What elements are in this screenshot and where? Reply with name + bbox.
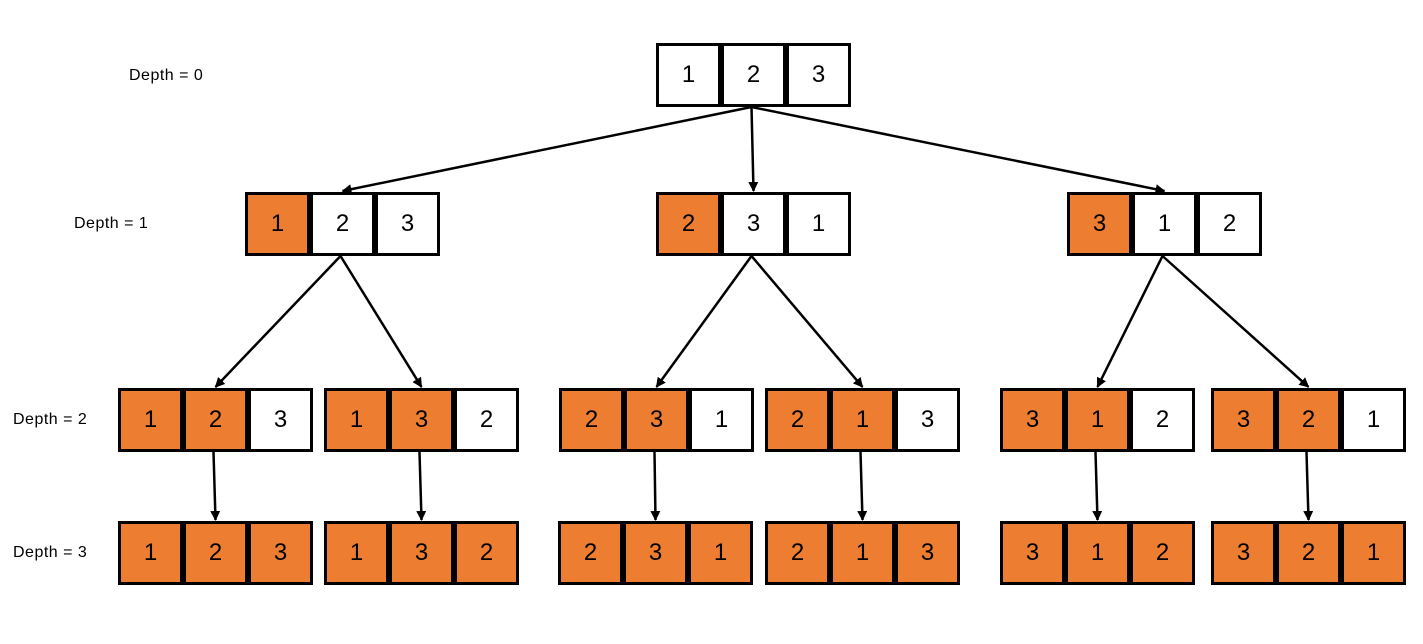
fixed-cell: 3	[1000, 388, 1065, 452]
fixed-cell: 2	[656, 192, 721, 256]
edge-d2b-to-d3b	[416, 451, 427, 521]
free-cell: 2	[310, 192, 375, 256]
fixed-cell: 1	[1341, 521, 1406, 585]
fixed-cell: 1	[324, 388, 389, 452]
edge-d1a-to-d2b	[339, 255, 423, 388]
fixed-cell: 2	[765, 521, 830, 585]
edge-root-to-d1c	[751, 105, 1166, 195]
fixed-cell: 2	[1276, 521, 1341, 585]
edge-d1b-to-d2c	[655, 255, 753, 388]
fixed-cell: 2	[1276, 388, 1341, 452]
fixed-cell: 1	[1065, 388, 1130, 452]
fixed-cell: 1	[324, 521, 389, 585]
fixed-cell: 2	[183, 388, 248, 452]
edge-d2f-to-d3f	[1303, 451, 1314, 521]
fixed-cell: 3	[623, 521, 688, 585]
edge-d1a-to-d2a	[214, 255, 342, 388]
fixed-cell: 2	[454, 521, 519, 585]
fixed-cell: 3	[248, 521, 313, 585]
fixed-cell: 1	[688, 521, 753, 585]
depth-label-2: Depth = 2	[13, 411, 88, 428]
fixed-cell: 1	[118, 521, 183, 585]
edge-root-to-d1b	[748, 106, 759, 192]
fixed-cell: 1	[830, 388, 895, 452]
fixed-cell: 1	[118, 388, 183, 452]
free-cell: 1	[689, 388, 754, 452]
fixed-cell: 2	[765, 388, 830, 452]
free-cell: 3	[248, 388, 313, 452]
fixed-cell: 3	[1211, 388, 1276, 452]
edge-root-to-d1a	[341, 105, 752, 195]
free-cell: 1	[656, 43, 721, 107]
free-cell: 1	[786, 192, 851, 256]
fixed-cell: 2	[558, 521, 623, 585]
free-cell: 3	[721, 192, 786, 256]
fixed-cell: 2	[1130, 521, 1195, 585]
free-cell: 3	[895, 388, 960, 452]
free-cell: 3	[375, 192, 440, 256]
fixed-cell: 3	[389, 388, 454, 452]
fixed-cell: 1	[245, 192, 310, 256]
fixed-cell: 3	[1000, 521, 1065, 585]
depth-label-1: Depth = 1	[74, 215, 149, 232]
free-cell: 2	[1130, 388, 1195, 452]
fixed-cell: 2	[559, 388, 624, 452]
edge-d1c-to-d2e	[1096, 255, 1164, 388]
edge-d2a-to-d3a	[210, 451, 221, 521]
fixed-cell: 3	[895, 521, 960, 585]
fixed-cell: 3	[624, 388, 689, 452]
fixed-cell: 1	[830, 521, 895, 585]
depth-label-3: Depth = 3	[13, 544, 88, 561]
edge-d1c-to-d2f	[1161, 255, 1310, 388]
fixed-cell: 3	[1067, 192, 1132, 256]
fixed-cell: 3	[1211, 521, 1276, 585]
edge-d2d-to-d3d	[857, 451, 868, 521]
edge-d2c-to-d3c	[650, 451, 661, 521]
free-cell: 1	[1132, 192, 1197, 256]
free-cell: 2	[454, 388, 519, 452]
fixed-cell: 2	[183, 521, 248, 585]
edge-d2e-to-d3e	[1092, 451, 1103, 521]
free-cell: 2	[721, 43, 786, 107]
fixed-cell: 3	[389, 521, 454, 585]
free-cell: 2	[1197, 192, 1262, 256]
edge-d1b-to-d2d	[750, 255, 864, 388]
free-cell: 1	[1341, 388, 1406, 452]
free-cell: 3	[786, 43, 851, 107]
depth-label-0: Depth = 0	[129, 67, 204, 84]
fixed-cell: 1	[1065, 521, 1130, 585]
